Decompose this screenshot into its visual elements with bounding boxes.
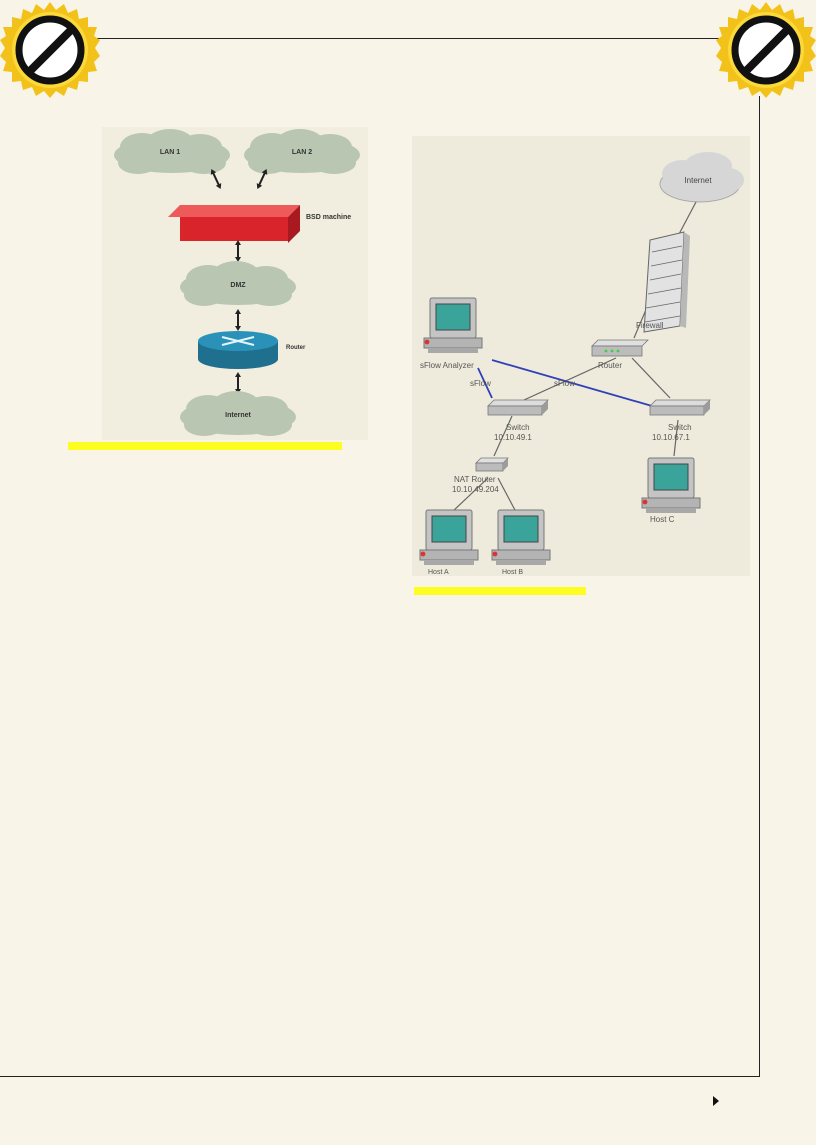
link-nat-host-b <box>497 477 517 513</box>
firewall-label: Firewall <box>636 321 664 330</box>
internet-label: Internet <box>684 176 712 185</box>
host-c-pc: Host C <box>641 457 701 524</box>
cloud-internet: Internet <box>180 391 296 436</box>
host-c-label: Host C <box>650 515 675 524</box>
sflow-link-left <box>477 367 493 399</box>
cloud-lan-1-label: LAN 1 <box>160 149 180 156</box>
sflow-label-left: sFlow <box>470 379 491 388</box>
cloud-lan-2: LAN 2 <box>244 129 360 174</box>
link-switch-nat <box>493 415 513 457</box>
host-a-pc: Host A <box>419 509 479 576</box>
link-switch-host-c <box>673 419 679 457</box>
router-device: Router <box>198 331 306 369</box>
sflow-analyzer-pc: sFlow Analyzer <box>420 297 483 370</box>
switch-left: Switch 10.10.49.1 <box>487 399 549 442</box>
switch-right-ip: 10.10.67.1 <box>652 433 690 442</box>
link-dmz-router <box>234 308 242 332</box>
link-router-switch-right <box>631 357 671 399</box>
cloud-lan-2-label: LAN 2 <box>292 149 312 156</box>
sflow-analyzer-label: sFlow Analyzer <box>420 361 474 370</box>
cloud-internet-label: Internet <box>225 412 251 419</box>
bsd-firewall-box: BSD machine <box>168 205 351 243</box>
caption-highlight-left <box>68 442 342 450</box>
switch-left-label: Switch <box>506 423 530 432</box>
frame-bottom-rule <box>0 1076 760 1077</box>
host-b-pc: Host B <box>491 509 551 576</box>
switch-right: Switch 10.10.67.1 <box>649 399 711 442</box>
host-a-label: Host A <box>428 569 449 576</box>
nat-router-label: NAT Router <box>454 475 496 484</box>
sflow-link-right <box>491 359 653 407</box>
internet-cloud: Internet <box>659 152 744 203</box>
link-router-switch-left <box>523 357 617 401</box>
link-router-internet <box>234 371 242 395</box>
router-label: Router <box>286 345 306 351</box>
no-entry-sign-icon <box>716 2 816 98</box>
sflow-label-center: sFlow <box>554 379 575 388</box>
host-b-label: Host B <box>502 569 523 576</box>
link-firewall-dmz <box>234 239 242 263</box>
frame-right-rule <box>759 96 760 1076</box>
firewall-device: Firewall <box>636 231 690 333</box>
switch-left-ip: 10.10.49.1 <box>494 433 532 442</box>
frame-top-rule <box>70 38 760 39</box>
caption-highlight-right <box>414 587 586 595</box>
right-network-diagram: Internet Firewall <box>412 136 750 576</box>
cloud-dmz: DMZ <box>180 261 296 306</box>
nat-router-device: NAT Router 10.10.49.204 <box>452 457 509 494</box>
nat-router-ip: 10.10.49.204 <box>452 485 499 494</box>
cloud-dmz-label: DMZ <box>230 282 246 289</box>
cloud-lan-1: LAN 1 <box>114 129 230 174</box>
link-nat-host-a <box>451 477 489 513</box>
router-device: Router <box>591 339 649 370</box>
router-label: Router <box>598 361 622 370</box>
left-network-diagram: LAN 1 LAN 2 BSD machine DMZ <box>102 127 368 440</box>
link-internet-firewall <box>677 201 697 237</box>
no-entry-sign-icon <box>0 2 100 98</box>
switch-right-label: Switch <box>668 423 692 432</box>
bsd-machine-label: BSD machine <box>306 214 351 221</box>
next-page-arrow-icon[interactable] <box>713 1096 719 1106</box>
